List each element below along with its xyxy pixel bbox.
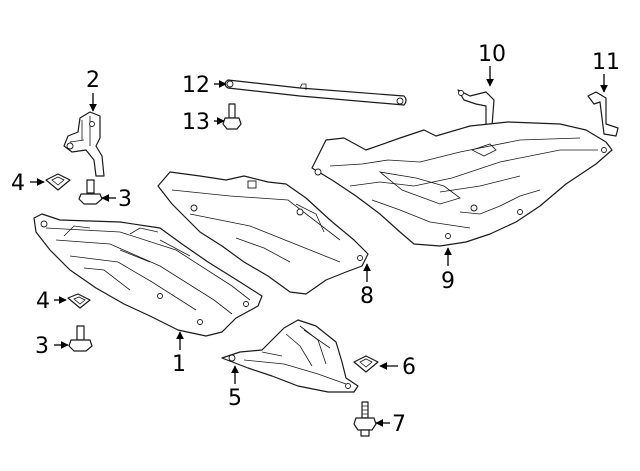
- clip-nut-part-4-lower[interactable]: [67, 293, 91, 309]
- center-shield-part-8[interactable]: [157, 171, 369, 295]
- lower-shield-part-5[interactable]: [221, 319, 359, 393]
- callout-9: 9: [441, 269, 455, 294]
- callout-3-upper: 3: [118, 187, 132, 212]
- callout-3-lower: 3: [35, 334, 49, 359]
- callout-6: 6: [402, 355, 416, 380]
- callout-11: 11: [592, 50, 620, 75]
- bracket-part-2[interactable]: [63, 111, 105, 177]
- clip-nut-part-6[interactable]: [353, 355, 379, 373]
- bracket-part-11[interactable]: [587, 91, 619, 137]
- bolt-part-13[interactable]: [222, 103, 242, 130]
- callout-7: 7: [392, 412, 406, 437]
- callout-numbers: 2 12 13 4 3 4 3 1 8 5 6 7 9 10 11: [11, 42, 620, 437]
- bracket-part-10[interactable]: [457, 89, 495, 129]
- rear-shield-part-9[interactable]: [311, 121, 613, 247]
- leader-lines: [30, 66, 608, 427]
- callout-13: 13: [182, 110, 210, 135]
- callout-2: 2: [86, 68, 100, 93]
- screw-part-3-lower[interactable]: [68, 325, 93, 352]
- callout-12: 12: [182, 73, 210, 98]
- callout-8: 8: [360, 284, 374, 309]
- callout-4-lower: 4: [36, 289, 50, 314]
- screw-part-3-upper[interactable]: [78, 179, 103, 205]
- callout-5: 5: [228, 386, 242, 411]
- clip-nut-part-4-upper[interactable]: [45, 173, 71, 191]
- front-shield-part-1[interactable]: [33, 213, 263, 337]
- callout-1: 1: [172, 352, 186, 377]
- callout-10: 10: [478, 42, 506, 67]
- push-pin-part-7[interactable]: [353, 401, 377, 437]
- callout-4-upper: 4: [11, 171, 25, 196]
- strut-bar-part-12[interactable]: [224, 79, 407, 106]
